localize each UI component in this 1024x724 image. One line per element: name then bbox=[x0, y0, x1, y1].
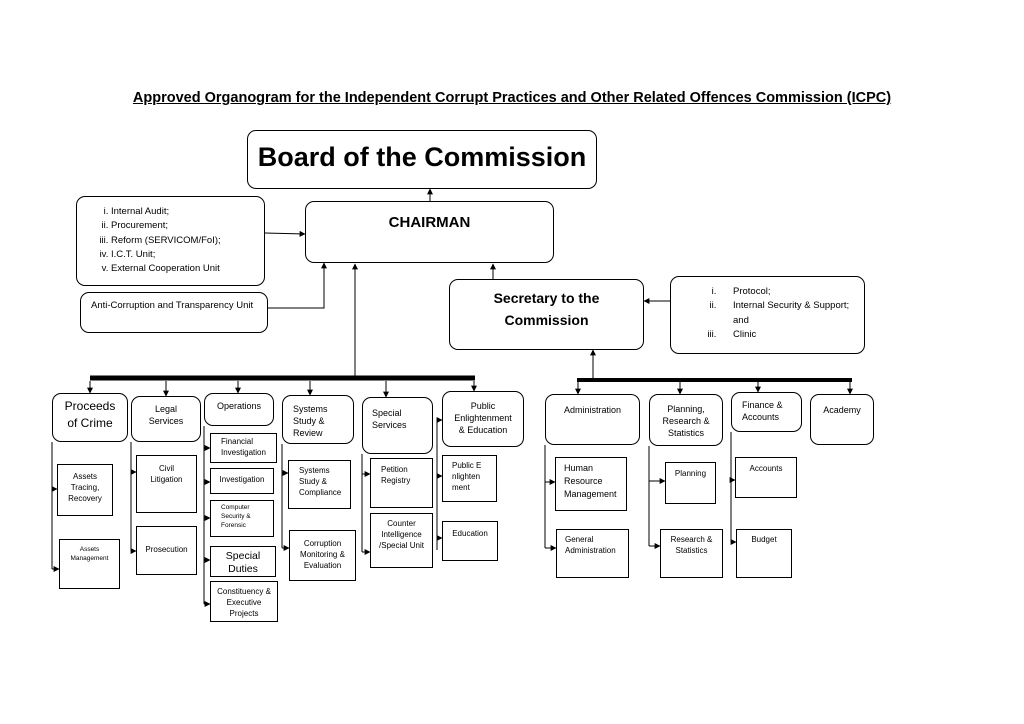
department-administration: Administration bbox=[545, 394, 640, 445]
secretary-units-box: Protocol; Internal Security & Support; a… bbox=[670, 276, 865, 354]
unit-education: Education bbox=[442, 521, 498, 561]
anti-corruption-unit-box: Anti-Corruption and Transparency Unit bbox=[80, 292, 268, 333]
page-title: Approved Organogram for the Independent … bbox=[132, 90, 892, 106]
chairman-unit-item: Reform (SERVICOM/FoI); bbox=[111, 234, 260, 248]
unit-petition-registry: Petition Registry bbox=[370, 458, 433, 508]
department-systems-study-review: Systems Study & Review bbox=[282, 395, 354, 444]
unit-prosecution: Prosecution bbox=[136, 526, 197, 575]
department-planning-research: Planning, Research & Statistics bbox=[649, 394, 723, 446]
chairman-unit-item: Internal Audit; bbox=[111, 205, 260, 219]
chairman-box: CHAIRMAN bbox=[305, 201, 554, 263]
unit-assets-management: Assets Management bbox=[59, 539, 120, 589]
secretary-box: Secretary to the Commission bbox=[449, 279, 644, 350]
department-finance-accounts: Finance & Accounts bbox=[731, 392, 802, 432]
unit-human-resource-management: Human Resource Management bbox=[555, 457, 627, 511]
unit-general-administration: General Administration bbox=[556, 529, 629, 578]
chairman-unit-item: Procurement; bbox=[111, 219, 260, 233]
chairman-units-box: Internal Audit; Procurement; Reform (SER… bbox=[76, 196, 265, 286]
department-public-enlightenment: Public Enlightenment & Education bbox=[442, 391, 524, 447]
unit-computer-security-forensic: Computer Security & Forensic bbox=[210, 500, 274, 537]
unit-assets-tracing-recovery: Assets Tracing, Recovery bbox=[57, 464, 113, 516]
chairman-units-list: Internal Audit; Procurement; Reform (SER… bbox=[81, 205, 260, 276]
department-operations: Operations bbox=[204, 393, 274, 426]
secretary-units-list: Protocol; Internal Security & Support; a… bbox=[675, 285, 860, 342]
secretary-unit-item: Clinic bbox=[719, 328, 860, 342]
unit-budget: Budget bbox=[736, 529, 792, 578]
secretary-unit-item: Internal Security & Support; and bbox=[719, 299, 860, 328]
unit-research-statistics: Research & Statistics bbox=[660, 529, 723, 578]
unit-civil-litigation: Civil Litigation bbox=[136, 455, 197, 513]
unit-accounts: Accounts bbox=[735, 457, 797, 498]
unit-constituency-executive-projects: Constituency & Executive Projects bbox=[210, 581, 278, 622]
unit-systems-study-compliance: Systems Study & Compliance bbox=[288, 460, 351, 509]
department-special-services: Special Services bbox=[362, 397, 433, 454]
secretary-unit-item: Protocol; bbox=[719, 285, 860, 299]
unit-corruption-monitoring-evaluation: Corruption Monitoring & Evaluation bbox=[289, 530, 356, 581]
board-box: Board of the Commission bbox=[247, 130, 597, 189]
department-proceeds-of-crime: Proceeds of Crime bbox=[52, 393, 128, 442]
unit-special-duties: Special Duties bbox=[210, 546, 276, 577]
unit-public-enlightenment: Public Enlightenment bbox=[442, 455, 497, 502]
chairman-unit-item: External Cooperation Unit bbox=[111, 262, 260, 276]
chairman-unit-item: I.C.T. Unit; bbox=[111, 248, 260, 262]
department-legal-services: Legal Services bbox=[131, 396, 201, 442]
department-academy: Academy bbox=[810, 394, 874, 445]
unit-financial-investigation: Financial Investigation bbox=[210, 433, 277, 463]
unit-counter-intelligence: Counter Intelligence /Special Unit bbox=[370, 513, 433, 568]
unit-investigation: Investigation bbox=[210, 468, 274, 494]
unit-planning: Planning bbox=[665, 462, 716, 504]
